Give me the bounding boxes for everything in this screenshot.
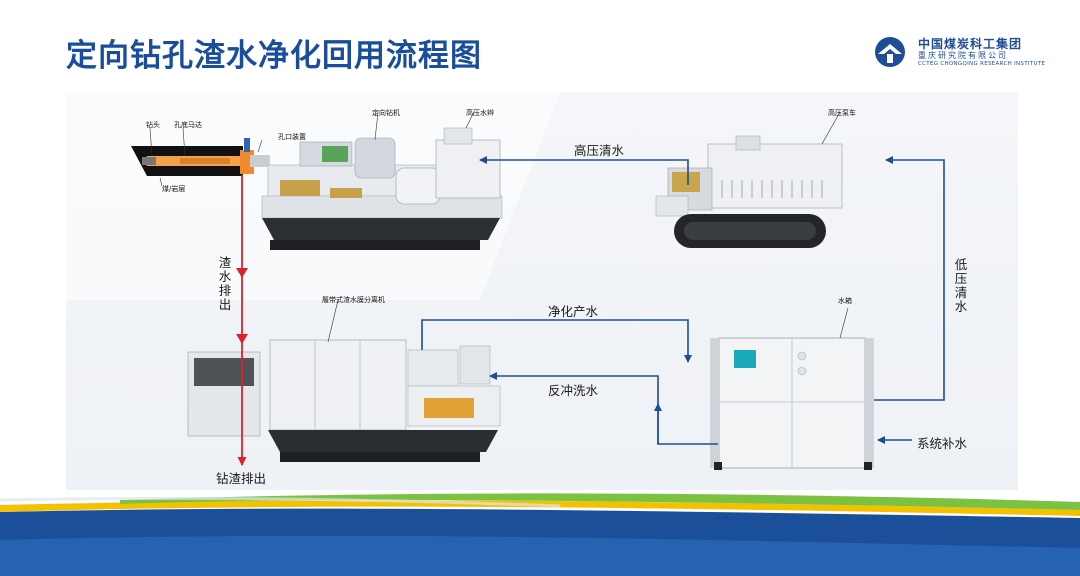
- callout-separator: 履带式渣水膜分离机: [322, 296, 385, 304]
- page-title: 定向钻孔渣水净化回用流程图: [66, 38, 482, 74]
- label-purified-water: 净化产水: [548, 304, 599, 319]
- callout-water-tank: 水箱: [838, 297, 852, 305]
- bottom-band: [0, 493, 1080, 576]
- coal-seam-drill-bit: [131, 127, 243, 187]
- flow-line-lp-clean-water: [874, 156, 945, 401]
- logo-name-cn: 中国煤炭科工集团: [918, 37, 1023, 51]
- flow-line-purified-water: [421, 319, 692, 363]
- orifice-device: [240, 138, 270, 174]
- label-backwash-water: 反冲洗水: [548, 383, 599, 398]
- membrane-separator: [187, 299, 501, 462]
- label-system-makeup: 系统补水: [917, 436, 968, 451]
- callout-coal-rock: 煤/岩层: [162, 185, 186, 193]
- callout-orifice-device: 孔口装置: [278, 133, 306, 141]
- label-slag-water-discharge: 渣水排出: [218, 255, 232, 312]
- directional-drill-rig: [261, 111, 503, 250]
- logo-name-en: CCTEG CHONGQING RESEARCH INSTITUTE: [918, 61, 1046, 67]
- logo-emblem-icon: [875, 37, 905, 67]
- water-tank: [710, 307, 874, 470]
- label-cuttings-discharge: 钻渣排出: [216, 471, 267, 486]
- logo-name-cn-sub: 重庆研究院有限公司: [918, 51, 1008, 60]
- label-hp-clean-water: 高压清水: [574, 143, 625, 158]
- callout-hole-motor: 孔底马达: [174, 121, 202, 129]
- callout-hp-swivel: 高压水辫: [466, 109, 494, 117]
- callout-drill-bit: 钻头: [146, 121, 160, 129]
- callout-hp-pump-truck: 高压泵车: [828, 109, 856, 117]
- callout-directional-drill: 定向钻机: [372, 109, 400, 117]
- hp-pump-truck: [655, 111, 843, 248]
- label-lp-clean-water: 低压清水: [954, 257, 968, 314]
- flow-line-hp-clean-water: [479, 156, 689, 185]
- company-logo: 中国煤炭科工集团 重庆研究院有限公司 CCTEG CHONGQING RESEA…: [870, 34, 1045, 70]
